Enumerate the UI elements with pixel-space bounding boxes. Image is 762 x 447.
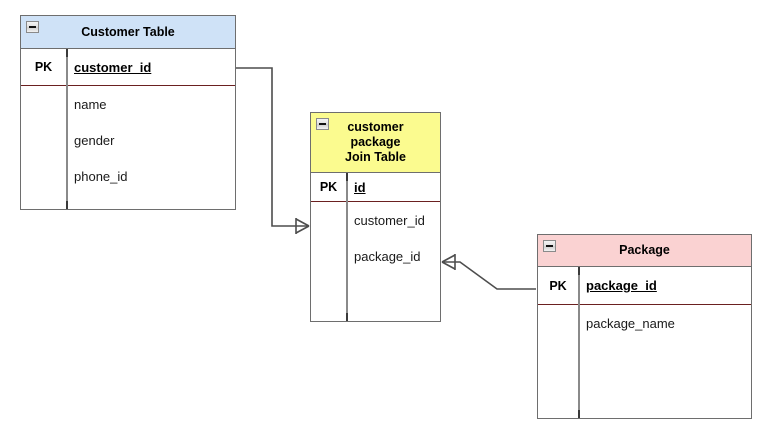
row-primary-key[interactable]: PK package_id	[538, 267, 751, 305]
entity-title-customer-table: Customer Table	[81, 24, 175, 39]
pk-label: PK	[319, 180, 338, 194]
entity-body-join-table: PK id customer_id package_id	[311, 173, 440, 321]
field-id: id	[354, 179, 366, 195]
entity-body-package: PK package_id package_name	[538, 267, 751, 418]
field-gender: gender	[74, 132, 115, 148]
field-package-id: package_id	[354, 248, 421, 264]
field-customer-id: customer_id	[354, 212, 425, 228]
entity-title-join-table: customer package Join Table	[345, 120, 406, 164]
entity-body-customer-table: PK customer_id name gender phone_id	[21, 49, 235, 209]
field-name: name	[74, 96, 107, 112]
table-row[interactable]: gender	[21, 122, 235, 158]
field-customer-id: customer_id	[74, 59, 152, 75]
collapse-minus-icon[interactable]	[543, 240, 556, 252]
column-divider	[346, 173, 348, 321]
row-primary-key[interactable]: PK id	[311, 173, 440, 202]
entity-title-package: Package	[619, 243, 670, 257]
entity-header-join-table: customer package Join Table	[311, 113, 440, 173]
column-divider	[578, 267, 580, 418]
entity-package[interactable]: Package PK package_id package_name	[537, 234, 752, 419]
table-row[interactable]: phone_id	[21, 158, 235, 194]
table-row[interactable]: package_id	[311, 238, 440, 274]
table-row[interactable]: customer_id	[311, 202, 440, 238]
field-package-name: package_name	[586, 315, 675, 331]
field-package-id: package_id	[586, 278, 657, 293]
row-primary-key[interactable]: PK customer_id	[21, 49, 235, 86]
entity-customer-table[interactable]: Customer Table PK customer_id name gende…	[20, 15, 236, 210]
table-row[interactable]: package_name	[538, 305, 751, 341]
entity-customer-package-join-table[interactable]: customer package Join Table PK id custom…	[310, 112, 441, 322]
collapse-minus-icon[interactable]	[316, 118, 329, 130]
connector-customer-to-join	[236, 67, 310, 234]
field-phone-id: phone_id	[74, 168, 128, 184]
table-row[interactable]: name	[21, 86, 235, 122]
entity-header-customer-table: Customer Table	[21, 16, 235, 49]
connector-join-to-package	[441, 254, 536, 290]
entity-header-package: Package	[538, 235, 751, 267]
column-divider	[66, 49, 68, 209]
collapse-minus-icon[interactable]	[26, 21, 39, 33]
pk-label: PK	[34, 60, 53, 74]
pk-label: PK	[549, 278, 567, 293]
